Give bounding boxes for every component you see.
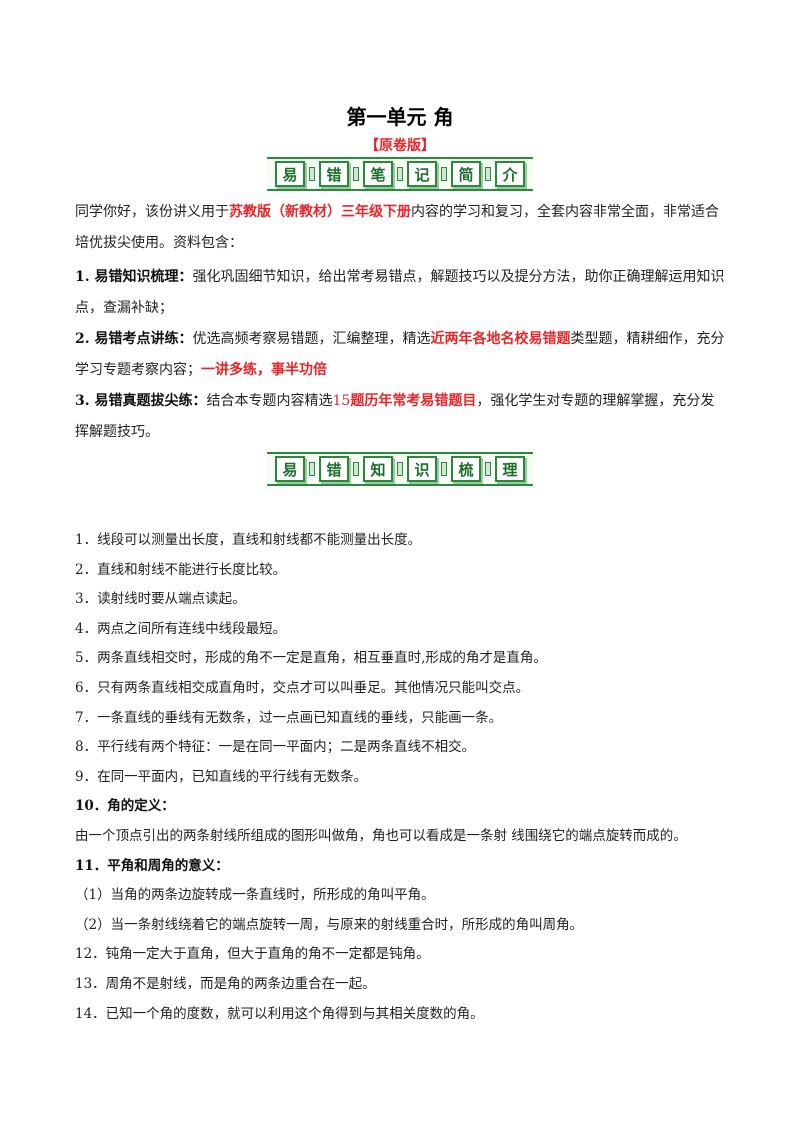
list-item: 13．周角不是射线，而是角的两条边重合在一起。 (75, 975, 376, 992)
list-item: 6．只有两条直线相交成直角时，交点才可以叫垂足。其他情况只能叫交点。 (75, 679, 530, 696)
intro-item-3-count: 15 (332, 393, 351, 409)
banner-separator (441, 462, 447, 476)
intro-text: 内容的学习和复习，全套内容非常全面，非常适合培优拔尖使用。资料包含： (75, 204, 719, 251)
list-item: 1．线段可以测量出长度，直线和射线都不能测量出长度。 (75, 532, 422, 548)
list-item: 8．平行线有两个特征：一是在同一平面内；二是两条直线不相交。 (75, 739, 476, 756)
intro-item-2-label: 2. 易错考点讲练： (75, 331, 193, 347)
banner-separator (353, 167, 359, 181)
banner-knowledge-char: 错 (319, 456, 349, 482)
list-item: 9．在同一平面内，已知直线的平行线有无数条。 (75, 768, 368, 785)
intro-item-2-text: 优选高频考察易错题，汇编整理，精选 (192, 331, 431, 347)
banner-knowledge-char: 识 (407, 456, 437, 482)
page-title: 第一单元 角 (346, 105, 454, 129)
list-item: 14．已知一个角的度数，就可以利用这个角得到与其相关度数的角。 (75, 1005, 484, 1022)
banner-separator (309, 167, 315, 181)
list-item: 12．钝角一定大于直角，但大于直角的角不一定都是钝角。 (75, 946, 430, 963)
banner-knowledge: 易 错 知 识 梳 理 (0, 452, 800, 486)
list-item: （2）当一条射线绕着它的端点旋转一周，与原来的射线重合时，所形成的角叫周角。 (75, 916, 584, 933)
banner-intro-char: 错 (319, 161, 349, 187)
banner-knowledge-frame: 易 错 知 识 梳 理 (267, 452, 533, 486)
list-item: 4．两点之间所有连线中线段最短。 (75, 620, 287, 637)
banner-intro-char: 笔 (363, 161, 393, 187)
banner-separator (397, 167, 403, 181)
banner-knowledge-char: 理 (495, 456, 525, 482)
intro-item-3-highlight: 题历年常考易错题目 (350, 393, 477, 409)
list-heading: 11．平角和周角的意义： (75, 857, 229, 874)
intro-item-3-label: 3. 易错真题拔尖练： (75, 393, 207, 409)
banner-knowledge-char: 知 (363, 456, 393, 482)
intro-item-3: 3. 易错真题拔尖练：结合本专题内容精选15题历年常考易错题目，强化学生对专题的… (75, 386, 727, 448)
banner-intro-char: 易 (275, 161, 305, 187)
intro-item-3-text: 结合本专题内容精选 (206, 393, 333, 409)
page-subtitle: 【原卷版】 (365, 138, 435, 154)
intro-item-3-text: ，强化学生对专题的理解掌握，充分发挥解题技巧。 (75, 393, 715, 440)
intro-paragraph: 同学你好，该份讲义用于苏教版（新教材）三年级下册内容的学习和复习，全套内容非常全… (75, 197, 727, 259)
banner-intro: 易 错 笔 记 简 介 (0, 157, 800, 191)
banner-separator (485, 167, 491, 181)
intro-item-2: 2. 易错考点讲练：优选高频考察易错题，汇编整理，精选近两年各地名校易错题类型题… (75, 324, 727, 386)
list-item: 7．一条直线的垂线有无数条，过一点画已知直线的垂线，只能画一条。 (75, 709, 503, 726)
banner-intro-frame: 易 错 笔 记 简 介 (267, 157, 533, 191)
banner-intro-char: 介 (495, 161, 525, 187)
list-item: 5．两条直线相交时，形成的角不一定是直角，相互垂直时,形成的角才是直角。 (75, 650, 547, 667)
banner-knowledge-char: 梳 (451, 456, 481, 482)
banner-separator (441, 167, 447, 181)
list-item: （1）当角的两条边旋转成一条直线时，所形成的角叫平角。 (75, 887, 435, 904)
list-item: 3．读射线时要从端点读起。 (75, 591, 246, 608)
list-item: 2．直线和射线不能进行长度比较。 (75, 561, 287, 578)
intro-item-1-text: 强化巩固细节知识，给出常考易错点，解题技巧以及提分方法，助你正确理解运用知识点，… (75, 269, 725, 316)
banner-intro-char: 简 (451, 161, 481, 187)
banner-intro-char: 记 (407, 161, 437, 187)
knowledge-list: 1．线段可以测量出长度，直线和射线都不能测量出长度。 2．直线和射线不能进行长度… (75, 526, 735, 1029)
banner-knowledge-char: 易 (275, 456, 305, 482)
banner-separator (309, 462, 315, 476)
banner-separator (353, 462, 359, 476)
intro-section: 同学你好，该份讲义用于苏教版（新教材）三年级下册内容的学习和复习，全套内容非常全… (75, 197, 727, 448)
intro-item-1-label: 1. 易错知识梳理： (75, 269, 193, 285)
list-item: 由一个顶点引出的两条射线所组成的图形叫做角，角也可以看成是一条射 线围绕它的端点… (75, 827, 687, 844)
intro-edition: 苏教版（新教材）三年级下册 (229, 204, 411, 220)
list-heading: 10．角的定义： (75, 798, 175, 815)
intro-text: 同学你好，该份讲义用于 (75, 204, 229, 220)
intro-item-2-slogan: 一讲多练，事半功倍 (201, 362, 327, 378)
banner-separator (397, 462, 403, 476)
intro-item-2-text: 类型题，精耕细作，充分学习专题考察内容； (75, 331, 725, 378)
intro-item-2-highlight: 近两年各地名校易错题 (430, 331, 571, 347)
intro-item-1: 1. 易错知识梳理：强化巩固细节知识，给出常考易错点，解题技巧以及提分方法，助你… (75, 262, 727, 324)
banner-separator (485, 462, 491, 476)
